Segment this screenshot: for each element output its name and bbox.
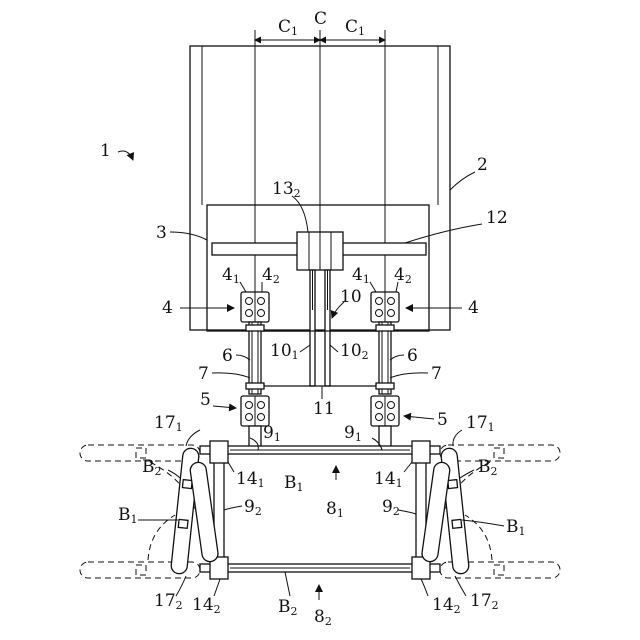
label-c: C: [314, 9, 327, 29]
label-4-right: 4: [468, 298, 479, 318]
label-14-1-right: 141: [374, 469, 403, 490]
label-9-1-left: 91: [263, 423, 281, 444]
label-7-right: 7: [431, 364, 442, 384]
lower-frame: [200, 441, 440, 579]
label-b2-left: B2: [142, 457, 162, 478]
label-2: 2: [477, 155, 488, 175]
label-c1-left: C1: [278, 17, 298, 38]
label-12: 12: [486, 208, 508, 228]
label-9-2-right: 92: [382, 497, 400, 518]
label-7-left: 7: [198, 364, 209, 384]
label-b2-right: B2: [478, 457, 498, 478]
label-4-2-right: 42: [394, 265, 412, 286]
rods-10: [310, 270, 330, 386]
label-10: 10: [340, 287, 362, 307]
label-8-2: 82: [314, 607, 332, 628]
right-pivot-arms: [421, 448, 470, 575]
label-4-1-right: 41: [352, 265, 370, 286]
label-10-2: 102: [340, 341, 369, 362]
label-8-1: 81: [326, 499, 344, 520]
label-9-1-right: 91: [344, 423, 362, 444]
label-6-left: 6: [222, 346, 233, 366]
right-actuator: [371, 292, 399, 448]
label-b2-bottom: B2: [278, 597, 298, 618]
label-5-left: 5: [200, 390, 211, 410]
label-17-2-right: 172: [470, 591, 499, 612]
label-14-2-right: 142: [432, 595, 461, 616]
label-4-left: 4: [162, 298, 173, 318]
label-11: 11: [313, 399, 335, 419]
label-14-2-left: 142: [192, 595, 221, 616]
label-17-2-left: 172: [154, 591, 183, 612]
label-b1-left: B1: [118, 505, 138, 526]
label-b1-top: B1: [284, 473, 304, 494]
label-4-1-left: 41: [222, 265, 240, 286]
left-pivot-arms: [170, 448, 219, 575]
label-17-1-left: 171: [154, 413, 183, 434]
label-9-2-left: 92: [244, 497, 262, 518]
label-5-right: 5: [437, 410, 448, 430]
label-17-1-right: 171: [466, 413, 495, 434]
label-13-2: 132: [272, 179, 301, 200]
label-b1-right: B1: [506, 517, 526, 538]
label-6-right: 6: [407, 346, 418, 366]
label-14-1-left: 141: [236, 469, 265, 490]
label-10-1: 101: [270, 341, 299, 362]
label-1: 1: [100, 141, 111, 161]
label-4-2-left: 42: [262, 265, 280, 286]
label-c1-right: C1: [345, 17, 365, 38]
label-3: 3: [156, 223, 167, 243]
